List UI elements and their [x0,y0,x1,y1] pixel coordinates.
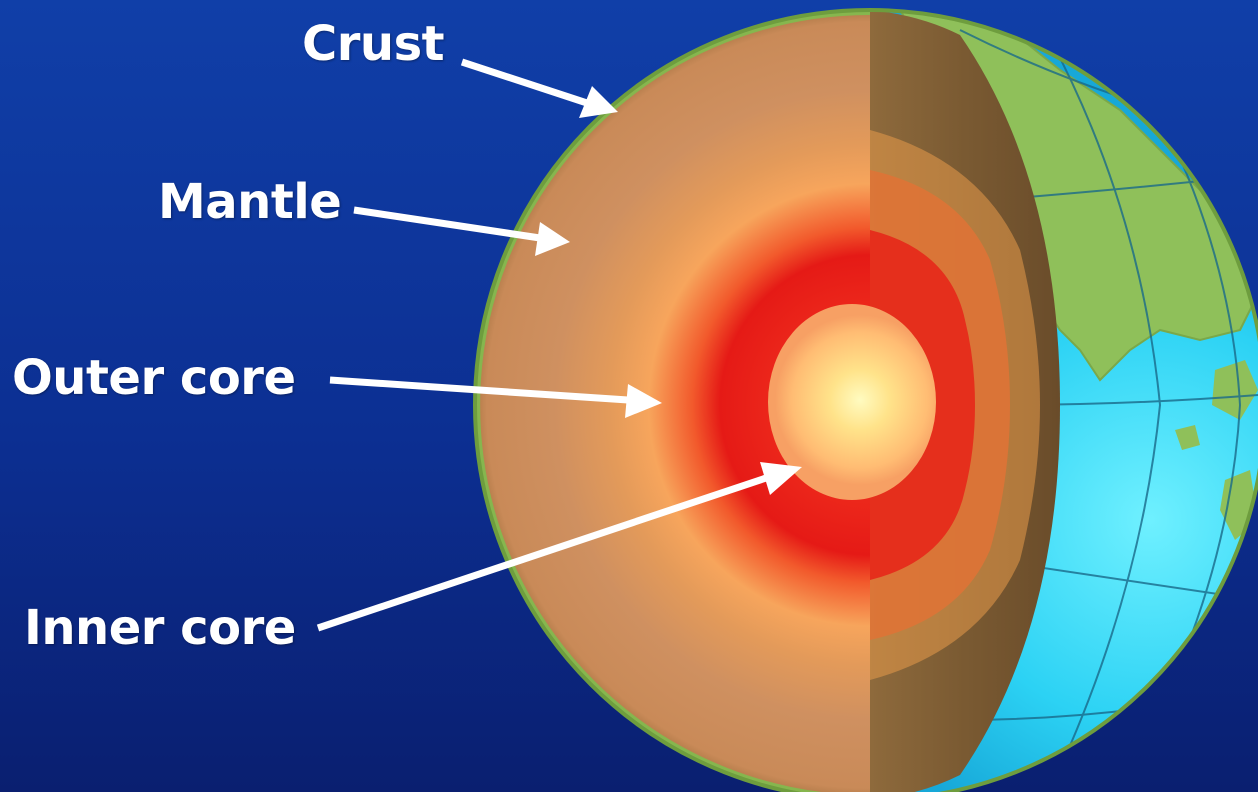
mantle-label: Mantle [158,178,341,226]
outer-core-label: Outer core [12,354,296,402]
inner-core-label: Inner core [24,604,296,652]
crust-label: Crust [302,20,444,68]
